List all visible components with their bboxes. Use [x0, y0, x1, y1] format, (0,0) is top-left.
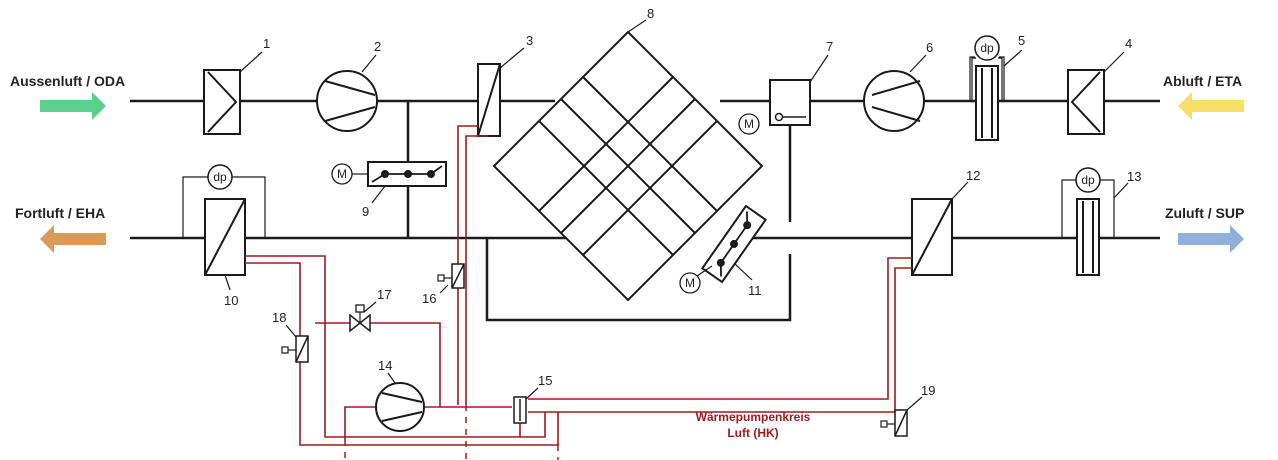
svg-text:M: M: [337, 167, 347, 181]
num-7: 7: [826, 39, 833, 54]
svg-text:M: M: [685, 276, 695, 290]
num-16: 16: [422, 291, 436, 306]
filter-13: [1076, 198, 1100, 276]
dp-label-5: dp: [980, 41, 994, 55]
sup-arrow-icon: [1178, 225, 1244, 253]
valve-16-icon: [437, 263, 465, 289]
num-18: 18: [272, 310, 286, 325]
valve-18-icon: [281, 335, 309, 363]
num-6: 6: [926, 40, 933, 55]
heatpump-label-1: Wärmepumpenkreis: [696, 410, 811, 424]
compressor-icon: [375, 382, 425, 432]
num-2: 2: [374, 39, 381, 54]
leader-lines: [224, 19, 1129, 411]
num-8: 8: [647, 6, 654, 21]
hx-10: [204, 198, 246, 276]
fan-eta-icon: [863, 70, 925, 132]
filter-5: [971, 57, 1003, 141]
dp-sensor-10: dp: [182, 164, 266, 238]
motor-11-icon: M: [679, 272, 701, 294]
motor-9-icon: M: [331, 163, 353, 185]
num-11: 11: [748, 283, 762, 298]
label-sup: Zuluft / SUP: [1165, 205, 1244, 221]
motor-7-icon: M: [738, 113, 760, 135]
damper-7: [769, 79, 811, 126]
eha-arrow-icon: [40, 225, 106, 253]
component-numbers: 1 2 3 4 5 6 7 8 9 10 11 12 13 14 15 16 1…: [224, 6, 1141, 398]
label-eta: Abluft / ETA: [1163, 73, 1242, 89]
dp-label-13: dp: [1081, 173, 1095, 187]
dp-sensor-13: dp: [1061, 167, 1115, 238]
hx-12: [911, 198, 953, 276]
sensor-15: [513, 396, 527, 424]
hx-3: [477, 63, 501, 137]
num-13: 13: [1127, 169, 1141, 184]
num-4: 4: [1125, 36, 1132, 51]
dp-sensor-5: dp: [969, 35, 1005, 100]
num-15: 15: [538, 373, 552, 388]
num-14: 14: [378, 358, 392, 373]
fan-oda-icon: [316, 70, 378, 132]
filter-eta: [1067, 69, 1105, 135]
num-5: 5: [1018, 33, 1025, 48]
eta-arrow-icon: [1178, 92, 1244, 120]
damper-9: [352, 161, 447, 187]
refrigerant-circuit: [245, 125, 912, 446]
num-10: 10: [224, 293, 238, 308]
dp-label-10: dp: [213, 170, 227, 184]
num-19: 19: [921, 383, 935, 398]
num-3: 3: [526, 33, 533, 48]
label-eha: Fortluft / EHA: [15, 205, 105, 221]
oda-arrow-icon: [40, 92, 106, 120]
num-1: 1: [263, 36, 270, 51]
valve-19-icon: [880, 409, 908, 437]
num-17: 17: [377, 287, 391, 302]
num-9: 9: [362, 204, 369, 219]
filter-oda: [203, 69, 241, 135]
num-12: 12: [966, 168, 980, 183]
label-oda: Aussenluft / ODA: [10, 73, 125, 89]
heat-exchanger: [492, 30, 764, 302]
heatpump-label-2: Luft (HK): [727, 426, 778, 440]
valve-17-icon: [349, 304, 371, 333]
dashed-lines: [344, 405, 559, 460]
svg-text:M: M: [744, 117, 754, 131]
damper-11: [696, 204, 768, 284]
